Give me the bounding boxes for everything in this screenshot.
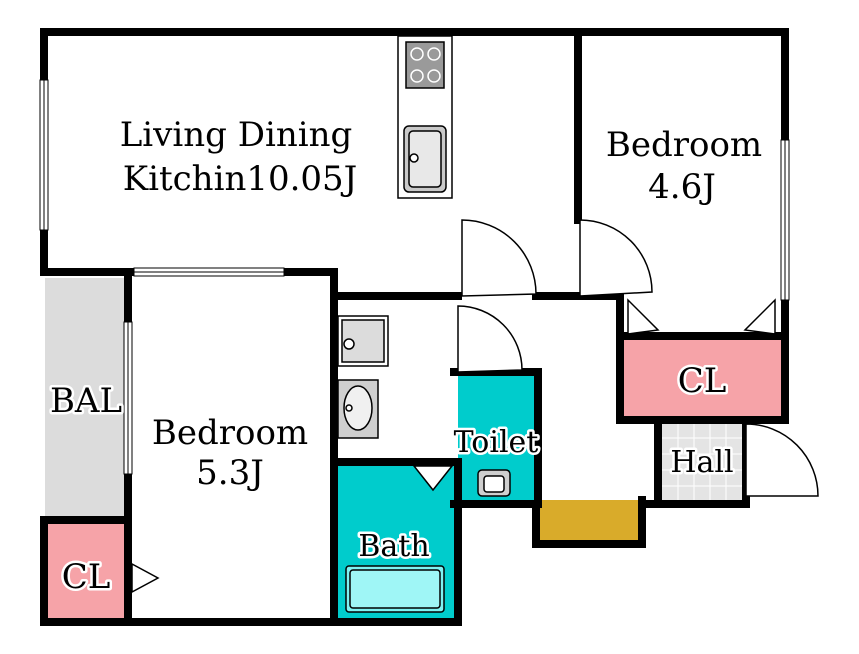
toilet-bowl-icon [477,469,511,497]
label-bath: Bath [358,529,429,564]
label-hall: Hall [670,445,733,480]
balcony-area [45,278,125,520]
door-toilet [457,305,523,373]
door-entrance [745,423,819,497]
label-ldk-line1: Living Dining [120,115,353,155]
door-bedroom-right [579,219,653,297]
door-closet-right-a [627,298,660,335]
hall-tile-floor [662,422,742,500]
label-closet-left: CL [62,557,111,597]
sink-icon [403,125,447,193]
doors [131,219,819,594]
walls [40,28,789,626]
closet-right-fill [624,340,782,416]
door-bath [412,465,454,492]
label-balcony: BAL [50,381,122,421]
windows [39,79,790,475]
kitchen-counter [397,35,453,199]
label-closet-right: CL [678,361,727,401]
door-closet-right-b [743,298,776,335]
stove-icon [405,41,445,89]
label-bedroom-left-line2: 5.3J [196,453,264,493]
bathtub-icon [345,565,445,613]
washing-machine-pan [337,315,389,367]
label-ldk-line2: Kitchin10.05J [123,159,358,199]
label-bedroom-left-line1: Bedroom [152,413,308,453]
label-bedroom-right-line1: Bedroom [606,125,762,165]
door-ldk [461,219,537,297]
washbasin-icon [337,379,379,439]
label-toilet: Toilet [454,425,539,460]
label-bedroom-right-line2: 4.6J [648,167,716,207]
shoe-cabinet [540,500,638,540]
door-closet-left [131,562,160,594]
closet-left-fill [45,524,125,622]
